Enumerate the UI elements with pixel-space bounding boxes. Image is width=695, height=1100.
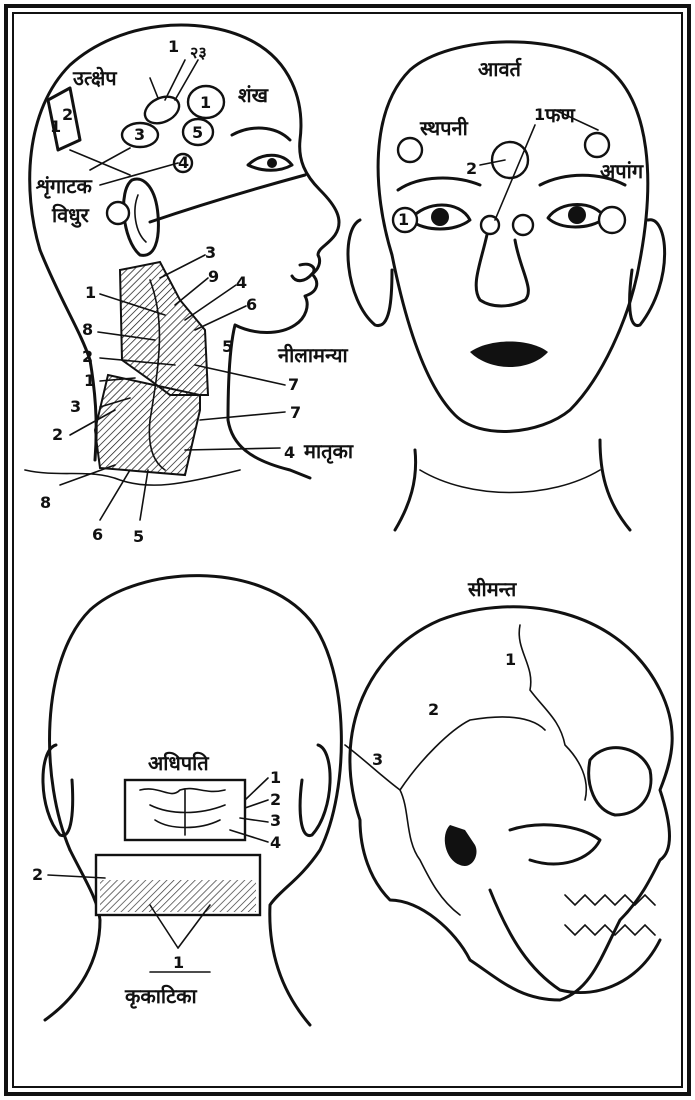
vidhura-marma — [107, 202, 129, 224]
neck-num-1a: 1 — [85, 283, 96, 302]
skull-suture-coronal — [519, 625, 586, 800]
num-box-1: 1 — [50, 117, 61, 136]
front-pupil-left — [431, 208, 449, 226]
back-ear-left — [43, 745, 73, 836]
front-ear-right — [630, 220, 665, 326]
neck-num-9: 9 — [208, 267, 219, 286]
num-box-2: 2 — [62, 105, 73, 124]
front-brow-left — [398, 178, 480, 190]
num-four: 4 — [178, 153, 189, 172]
phana-marma — [492, 142, 528, 178]
num-top-23: २३ — [190, 43, 207, 62]
label-vidhura: विधुर — [51, 203, 90, 228]
sthapani-marma-right — [585, 133, 609, 157]
skull-suture-lambdoid — [345, 745, 460, 915]
num-five: 5 — [192, 123, 203, 142]
apanga-marma-right — [599, 207, 625, 233]
back-num-2: 2 — [270, 790, 281, 809]
label-utkshepa: उत्क्षेप — [72, 66, 118, 90]
neck-num-8a: 8 — [82, 320, 93, 339]
side-headband — [150, 175, 305, 222]
neck-num-4m: 4 — [284, 443, 295, 462]
back-ear-right — [300, 745, 330, 836]
skull-num-3: 3 — [372, 750, 383, 769]
front-neck-right — [600, 440, 630, 530]
front-pupil-right — [568, 206, 586, 224]
side-head-panel: उत्क्षेप शंख शृंगाटक विधुर नीलामन्या मात… — [25, 25, 354, 546]
front-lips — [470, 342, 548, 368]
skull-orbit — [589, 748, 651, 815]
num-one: 1 — [200, 93, 211, 112]
skull-teeth-lower — [565, 925, 655, 935]
neck-num-7a: 7 — [288, 375, 299, 394]
front-face-outline — [378, 42, 648, 432]
neck-num-6b: 6 — [92, 525, 103, 544]
skull-suture-squamous — [400, 717, 545, 790]
label-avarta: आवर्त — [478, 57, 523, 81]
front-shoulder — [420, 470, 600, 493]
krikatika-hatch — [100, 880, 256, 912]
back-num-c2: 2 — [32, 865, 43, 884]
back-num-4: 4 — [270, 833, 281, 852]
label-seemanta: सीमन्त — [467, 577, 518, 601]
skull-ear-canal — [445, 825, 477, 866]
neck-num-8b: 8 — [40, 493, 51, 512]
nasal-marma-right — [513, 215, 533, 235]
neck-num-3b: 3 — [70, 397, 81, 416]
outer-border — [6, 6, 689, 1094]
neck-num-2a: 2 — [82, 347, 93, 366]
front-num-2: 2 — [466, 159, 477, 178]
skull-teeth-upper — [565, 895, 655, 905]
label-neela-manya: नीलामन्या — [277, 343, 348, 367]
neck-num-3: 3 — [205, 243, 216, 262]
back-num-c1: 1 — [173, 953, 184, 972]
side-ear-inner — [135, 195, 146, 242]
label-apanga: अपांग — [600, 159, 644, 183]
back-num-1: 1 — [270, 768, 281, 787]
side-shoulder-line — [25, 470, 240, 485]
side-pupil — [267, 158, 277, 168]
sthapani-marma-left — [398, 138, 422, 162]
back-head-panel: अधिपति कृकाटिका 1 2 3 4 2 1 — [32, 576, 341, 1025]
neck-num-5a: 5 — [222, 337, 233, 356]
side-lips — [292, 264, 314, 280]
neck-num-7b: 7 — [290, 403, 301, 422]
front-nose — [476, 230, 528, 306]
front-neck-left — [395, 450, 416, 530]
label-sthapani: स्थपनी — [419, 116, 469, 140]
front-num-1: 1 — [534, 105, 545, 124]
label-krikatika: कृकाटिका — [124, 984, 198, 1009]
front-num-1b: 1 — [398, 210, 409, 229]
label-matrika: मातृका — [303, 439, 354, 464]
neck-num-5b: 5 — [133, 527, 144, 546]
side-eyebrow — [232, 128, 290, 140]
neck-num-6: 6 — [246, 295, 257, 314]
neck-num-1b: 1 — [84, 371, 95, 390]
num-top-1: 1 — [168, 37, 179, 56]
skull-zygoma — [510, 825, 600, 864]
skull-panel: सीमन्त 1 2 3 — [345, 577, 672, 1000]
label-shankha: शंख — [238, 83, 270, 107]
label-adhipati: अधिपति — [148, 751, 210, 775]
front-face-panel: आवर्त स्थपनी फण अपांग 1 2 1 — [348, 42, 665, 530]
neck-dissection-upper — [120, 262, 208, 395]
neck-num-4: 4 — [236, 273, 247, 292]
label-shringataka: शृंगाटक — [35, 174, 93, 199]
skull-num-2: 2 — [428, 700, 439, 719]
back-num-3: 3 — [270, 811, 281, 830]
num-three: 3 — [134, 125, 145, 144]
neck-num-2b: 2 — [52, 425, 63, 444]
skull-num-1: 1 — [505, 650, 516, 669]
label-phana: फण — [544, 103, 576, 127]
